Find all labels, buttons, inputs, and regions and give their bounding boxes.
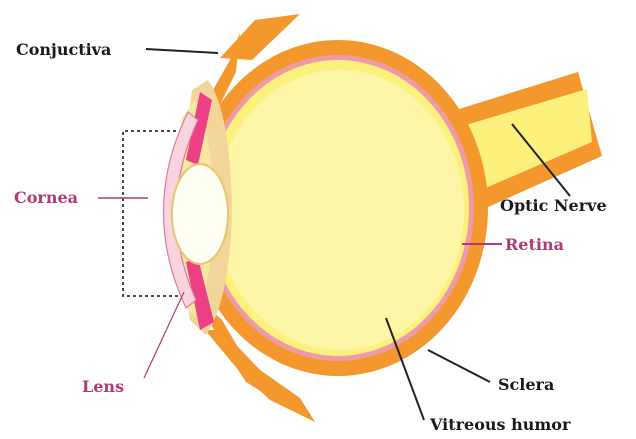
conjuctiva-leader — [146, 49, 218, 53]
retina-label: Retina — [505, 235, 564, 254]
optic-nerve-label: Optic Nerve — [500, 196, 607, 215]
lens-label: Lens — [82, 377, 124, 396]
sclera-leader — [428, 350, 490, 382]
sclera-label: Sclera — [498, 375, 554, 394]
lens — [172, 164, 228, 264]
lens-leader — [144, 292, 184, 378]
conjuctiva-label: Conjuctiva — [16, 40, 111, 59]
cornea-label: Cornea — [14, 188, 78, 207]
vitreous-humor-label: Vitreous humor — [429, 415, 571, 434]
vitreous-humor — [216, 70, 464, 350]
